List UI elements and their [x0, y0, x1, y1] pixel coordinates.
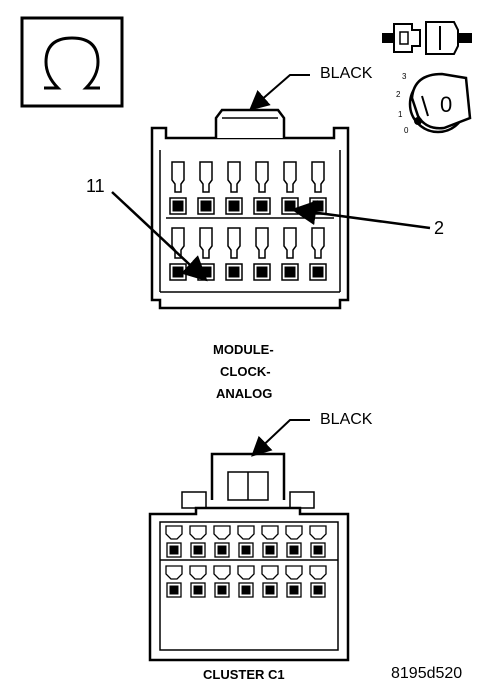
pin-cavity [281, 227, 299, 281]
pin-cavity [237, 525, 255, 558]
module-name-line-2: CLOCK- [220, 364, 271, 379]
black-wire-leader-top [248, 74, 310, 111]
pin-cavity [189, 525, 207, 558]
connector-disconnect-icon [382, 21, 472, 55]
pin-cavity [225, 227, 243, 281]
clock-module-connector [150, 108, 350, 310]
pin-cavity [253, 161, 271, 215]
pin-cavity [261, 565, 279, 598]
black-wire-leader-bottom [251, 419, 310, 457]
pin-cavity [213, 565, 231, 598]
pin-2-callout: 2 [434, 218, 445, 238]
ignition-position-3: 3 [402, 72, 407, 81]
pin-cavity [285, 565, 303, 598]
top-connector-row-1 [169, 161, 327, 215]
pin-cavity [285, 525, 303, 558]
black-wire-label-bottom: BLACK [320, 411, 373, 428]
figure-id: 8195d520 [391, 665, 463, 682]
cluster-c1-connector [148, 452, 350, 662]
ignition-position-1: 1 [398, 110, 403, 119]
black-wire-label-top: BLACK [320, 65, 373, 82]
pin-cavity [213, 525, 231, 558]
pin-cavity [261, 525, 279, 558]
pin-cavity [169, 161, 187, 215]
pin-cavity [253, 227, 271, 281]
ignition-position-2: 2 [396, 90, 401, 99]
pin-cavity [309, 565, 327, 598]
cluster-connector-row-1 [165, 525, 327, 558]
pin-cavity [237, 565, 255, 598]
cluster-name-label: CLUSTER C1 [203, 667, 285, 682]
pin-cavity [189, 565, 207, 598]
pin-11-callout: 11 [86, 176, 105, 196]
module-name-line-3: ANALOG [216, 386, 273, 401]
ignition-key-icon [408, 72, 472, 134]
pin-cavity [165, 525, 183, 558]
pin-cavity [165, 565, 183, 598]
top-connector-row-2 [169, 227, 327, 281]
pin-cavity [197, 161, 215, 215]
ignition-position-0: 0 [404, 126, 409, 135]
ignition-key-label: 0 [440, 92, 453, 117]
pin-2-leader [291, 200, 431, 230]
pin-cavity [309, 525, 327, 558]
pin-cavity [225, 161, 243, 215]
module-name-line-1: MODULE- [213, 342, 274, 357]
ohm-symbol-icon [20, 16, 124, 108]
pin-cavity [309, 227, 327, 281]
cluster-connector-row-2 [165, 565, 327, 598]
pin-11-leader [111, 191, 208, 282]
